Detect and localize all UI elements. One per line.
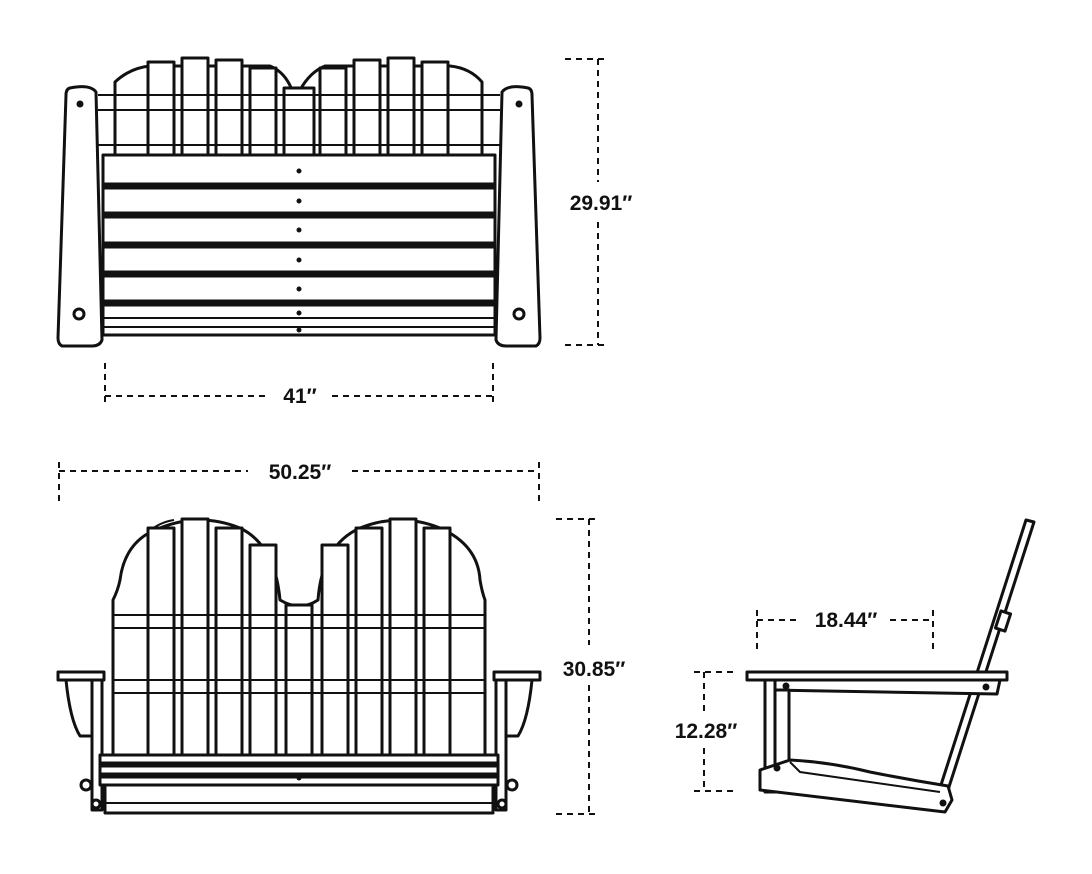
front-view-back <box>111 517 487 757</box>
side-view: 18.44″ 12.28″ <box>675 518 1036 814</box>
front-view-height-label: 30.85″ <box>563 658 626 681</box>
front-view-width-label: 50.25″ <box>269 461 332 484</box>
side-view-back <box>938 518 1036 792</box>
front-view-left-arm <box>56 670 106 812</box>
top-view-seat <box>101 153 497 337</box>
front-view-right-arm <box>492 670 542 812</box>
dim-side-height: 12.28″ <box>675 671 738 792</box>
top-view-right-arm <box>494 85 542 348</box>
front-view-seat <box>79 753 519 815</box>
top-view-back-slats <box>98 56 500 160</box>
top-view-seat-width-label: 41″ <box>283 385 316 408</box>
side-view-seat-height-label: 12.28″ <box>675 720 738 743</box>
top-view-left-arm <box>56 85 104 348</box>
front-view: 50.25″ <box>56 461 626 815</box>
top-view: 29.91″ 41″ <box>56 56 633 408</box>
dim-front-width: 50.25″ <box>58 461 540 506</box>
dim-side-depth: 18.44″ <box>756 609 934 652</box>
side-view-seat <box>745 670 1009 814</box>
dim-front-height: 30.85″ <box>556 518 626 815</box>
dim-top-width: 41″ <box>104 363 494 408</box>
dim-top-height: 29.91″ <box>565 58 633 346</box>
side-view-seat-depth-label: 18.44″ <box>815 609 878 632</box>
top-view-depth-label: 29.91″ <box>570 192 633 215</box>
